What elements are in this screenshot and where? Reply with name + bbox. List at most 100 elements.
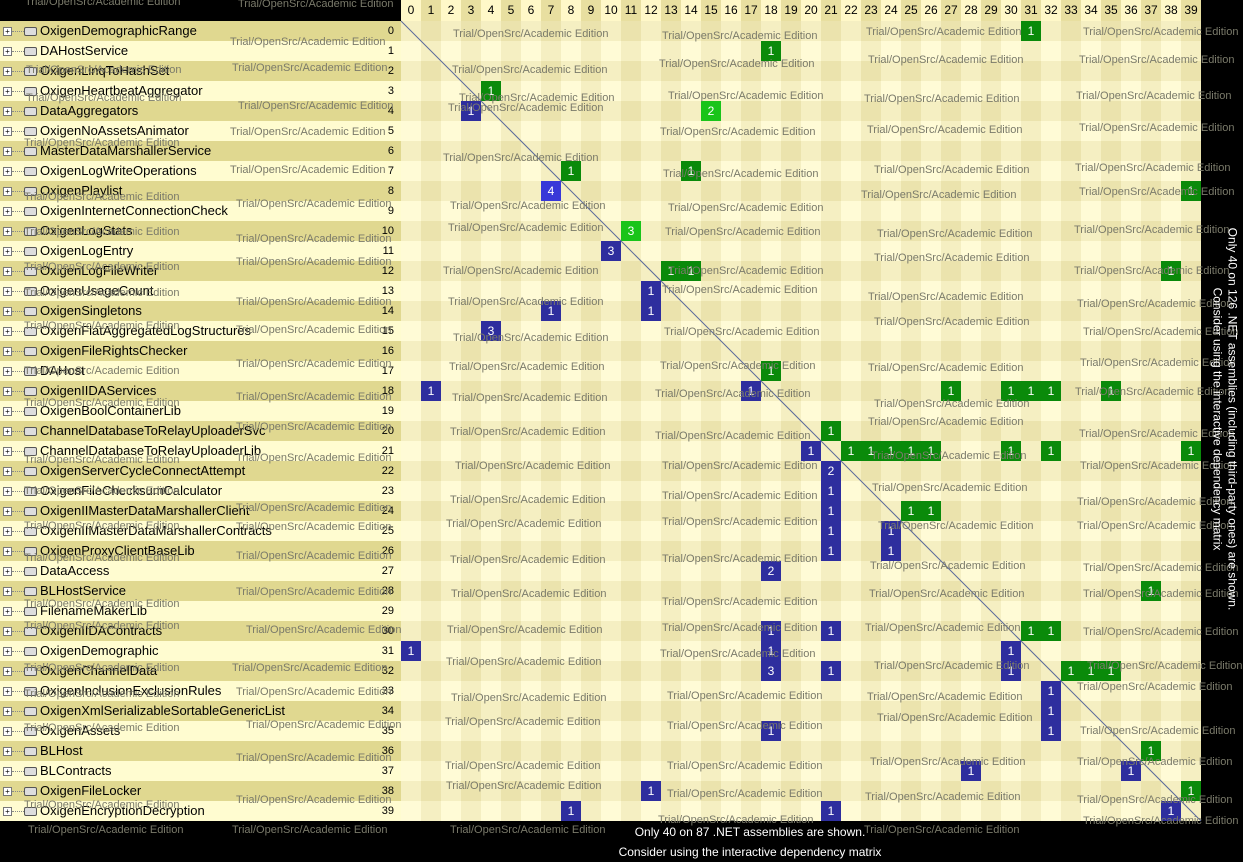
matrix-cell[interactable] (1141, 41, 1161, 61)
matrix-cell[interactable] (981, 361, 1001, 381)
matrix-cell[interactable] (961, 541, 981, 561)
matrix-cell[interactable] (581, 541, 601, 561)
matrix-cell[interactable] (401, 261, 421, 281)
matrix-cell[interactable] (421, 241, 441, 261)
matrix-cell[interactable] (921, 521, 941, 541)
matrix-cell[interactable] (1041, 521, 1061, 541)
matrix-cell[interactable] (861, 161, 881, 181)
matrix-cell[interactable] (621, 401, 641, 421)
matrix-cell[interactable] (1061, 721, 1081, 741)
matrix-cell[interactable] (621, 201, 641, 221)
matrix-cell[interactable] (1061, 221, 1081, 241)
matrix-cell[interactable] (961, 101, 981, 121)
matrix-cell[interactable] (481, 801, 501, 821)
dependency-cell-uses[interactable]: 1 (1081, 661, 1101, 681)
matrix-cell[interactable] (501, 721, 521, 741)
matrix-cell[interactable] (801, 601, 821, 621)
matrix-cell[interactable] (1161, 141, 1181, 161)
matrix-cell[interactable] (441, 401, 461, 421)
matrix-cell[interactable] (741, 421, 761, 441)
matrix-cell[interactable] (621, 481, 641, 501)
matrix-cell[interactable] (501, 41, 521, 61)
matrix-cell[interactable] (1081, 601, 1101, 621)
matrix-cell[interactable] (801, 801, 821, 821)
matrix-cell[interactable] (1061, 561, 1081, 581)
matrix-cell[interactable] (721, 781, 741, 801)
matrix-cell[interactable] (861, 421, 881, 441)
matrix-cell[interactable] (661, 501, 681, 521)
matrix-cell[interactable] (721, 241, 741, 261)
matrix-cell[interactable] (421, 781, 441, 801)
matrix-cell[interactable] (561, 481, 581, 501)
matrix-cell[interactable] (1101, 41, 1121, 61)
matrix-cell[interactable] (561, 681, 581, 701)
matrix-cell[interactable] (921, 541, 941, 561)
matrix-cell[interactable] (1141, 661, 1161, 681)
matrix-cell[interactable] (481, 401, 501, 421)
dependency-cell-used-by[interactable]: 1 (821, 481, 841, 501)
matrix-cell[interactable] (581, 781, 601, 801)
matrix-cell[interactable] (941, 501, 961, 521)
matrix-cell[interactable] (501, 561, 521, 581)
matrix-cell[interactable] (1081, 161, 1101, 181)
matrix-cell[interactable] (821, 81, 841, 101)
matrix-cell[interactable] (481, 701, 501, 721)
column-header[interactable]: 3 (461, 0, 481, 21)
matrix-cell[interactable] (721, 401, 741, 421)
matrix-cell[interactable] (1101, 121, 1121, 141)
expand-icon[interactable]: + (3, 47, 12, 56)
matrix-cell[interactable] (721, 381, 741, 401)
matrix-cell[interactable] (721, 41, 741, 61)
matrix-cell[interactable] (521, 321, 541, 341)
matrix-cell[interactable] (881, 481, 901, 501)
matrix-cell[interactable] (961, 741, 981, 761)
matrix-cell[interactable] (721, 581, 741, 601)
matrix-cell[interactable] (1081, 81, 1101, 101)
matrix-cell[interactable] (461, 641, 481, 661)
matrix-cell[interactable] (661, 521, 681, 541)
matrix-cell[interactable] (901, 621, 921, 641)
matrix-cell[interactable] (601, 641, 621, 661)
expand-icon[interactable]: + (3, 527, 12, 536)
matrix-cell[interactable] (1161, 41, 1181, 61)
matrix-cell[interactable] (401, 221, 421, 241)
matrix-cell[interactable] (1181, 721, 1201, 741)
matrix-cell[interactable] (601, 281, 621, 301)
matrix-cell[interactable] (961, 361, 981, 381)
matrix-cell[interactable] (1141, 501, 1161, 521)
matrix-cell[interactable] (741, 781, 761, 801)
matrix-cell[interactable] (1101, 641, 1121, 661)
matrix-cell[interactable] (1081, 321, 1101, 341)
matrix-cell[interactable] (1141, 681, 1161, 701)
matrix-cell[interactable] (1021, 441, 1041, 461)
matrix-cell[interactable] (881, 421, 901, 441)
matrix-cell[interactable] (1181, 81, 1201, 101)
matrix-cell[interactable] (601, 81, 621, 101)
matrix-cell[interactable] (621, 641, 641, 661)
column-header[interactable]: 35 (1101, 0, 1121, 21)
dependency-cell-uses[interactable]: 1 (1041, 621, 1061, 641)
matrix-cell[interactable] (541, 21, 561, 41)
matrix-cell[interactable] (661, 761, 681, 781)
matrix-cell[interactable] (1001, 161, 1021, 181)
dependency-cell-used-by[interactable]: 1 (881, 521, 901, 541)
matrix-cell[interactable] (521, 441, 541, 461)
matrix-cell[interactable] (921, 21, 941, 41)
matrix-cell[interactable] (741, 661, 761, 681)
matrix-cell[interactable] (441, 681, 461, 701)
matrix-cell[interactable] (761, 401, 781, 421)
matrix-cell[interactable] (601, 221, 621, 241)
matrix-cell[interactable] (441, 661, 461, 681)
matrix-cell[interactable] (1041, 81, 1061, 101)
matrix-cell[interactable] (561, 361, 581, 381)
matrix-cell[interactable] (981, 561, 1001, 581)
matrix-cell[interactable] (541, 641, 561, 661)
matrix-cell[interactable] (401, 341, 421, 361)
matrix-cell[interactable] (721, 441, 741, 461)
matrix-cell[interactable] (641, 321, 661, 341)
matrix-cell[interactable] (1141, 121, 1161, 141)
matrix-cell[interactable] (721, 481, 741, 501)
matrix-cell[interactable] (461, 181, 481, 201)
